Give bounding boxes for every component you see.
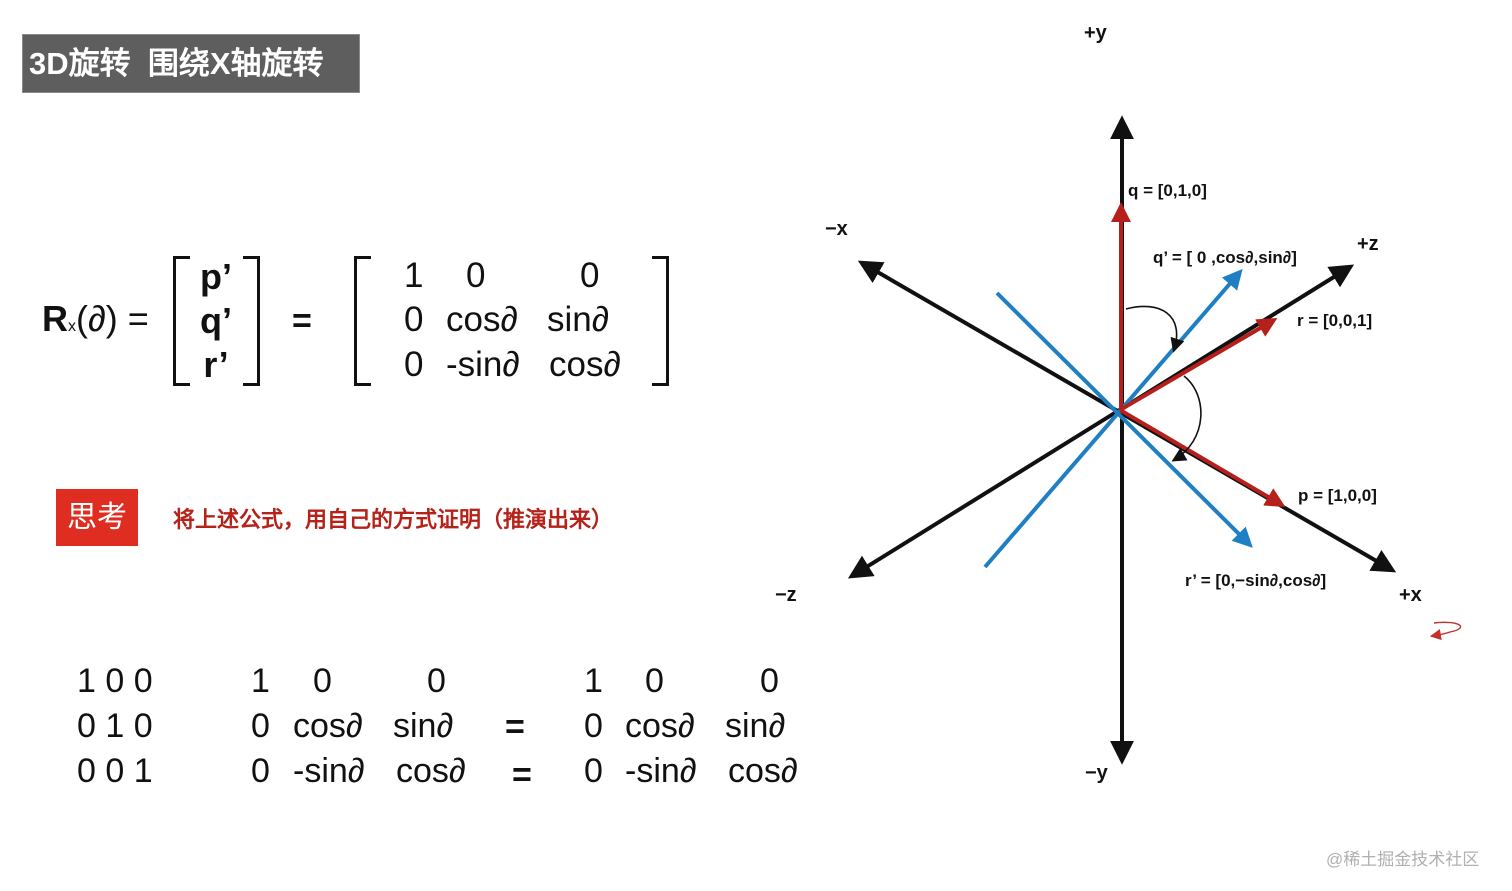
red-scribble-icon bbox=[1429, 621, 1462, 641]
label-r-prime: r’ = [0,−sin∂,cos∂] bbox=[1185, 571, 1327, 590]
matrix-cell: 0 bbox=[404, 300, 424, 339]
matrix-a-cell: 0 bbox=[251, 707, 270, 745]
formula-lhs: Rx(∂) = bbox=[42, 298, 149, 340]
label-neg-y: −y bbox=[1085, 762, 1108, 784]
equals-sign: = bbox=[512, 756, 532, 794]
matrix-a-cell: 0 bbox=[427, 662, 446, 700]
matrix-b-cell: 0 bbox=[645, 662, 664, 700]
label-q: q = [0,1,0] bbox=[1128, 181, 1207, 200]
vector-r-prime: r’ bbox=[203, 344, 229, 385]
label-neg-x: −x bbox=[825, 218, 848, 240]
label-pos-z: +z bbox=[1357, 233, 1379, 255]
rotation-arc-icon bbox=[1171, 375, 1202, 462]
vector-q-prime: q’ bbox=[200, 300, 232, 341]
matrix-b-cell: cos∂ bbox=[625, 707, 695, 745]
matrix-a-cell: -sin∂ bbox=[293, 752, 365, 790]
think-badge: 思考 bbox=[56, 489, 138, 546]
matrix-a-cell: 0 bbox=[251, 752, 270, 790]
vector-left-bracket bbox=[173, 256, 190, 386]
matrix-b-cell: 0 bbox=[760, 662, 779, 700]
slide-title: 3D旋转 围绕X轴旋转 bbox=[22, 34, 360, 93]
vector-p-prime: p’ bbox=[200, 256, 232, 297]
formula-subscript: x bbox=[68, 318, 76, 335]
label-p: p = [1,0,0] bbox=[1298, 486, 1377, 505]
result-vector: p’ q’ r’ bbox=[175, 256, 257, 385]
label-neg-z: −z bbox=[775, 584, 797, 606]
r-vector bbox=[1118, 317, 1278, 412]
matrix-a-cell: 1 bbox=[251, 662, 270, 700]
matrix-cell: 0 bbox=[404, 345, 424, 384]
matrix-a-cell: cos∂ bbox=[396, 752, 466, 790]
matrix-b-cell: 1 bbox=[584, 662, 603, 700]
matrix-cell: cos∂ bbox=[446, 300, 518, 339]
label-q-prime: q’ = [ 0 ,cos∂,sin∂] bbox=[1153, 248, 1297, 267]
think-prompt: 将上述公式，用自己的方式证明（推演出来） bbox=[173, 507, 614, 532]
matrix-a-cell: sin∂ bbox=[393, 707, 454, 745]
matrix-cell: 0 bbox=[580, 256, 600, 295]
matrix-right-bracket bbox=[652, 256, 669, 386]
matrix-b-cell: -sin∂ bbox=[625, 752, 697, 790]
identity-row: 1 0 0 bbox=[77, 662, 153, 700]
matrix-cell: 1 bbox=[404, 256, 424, 295]
formula-argument: (∂) = bbox=[76, 298, 149, 339]
formula-equals: = bbox=[292, 302, 312, 340]
equals-sign: = bbox=[505, 708, 525, 746]
p-vector bbox=[1118, 408, 1286, 508]
matrix-b-cell: sin∂ bbox=[725, 707, 786, 745]
r-prime-vector bbox=[995, 291, 1253, 548]
formula-r-letter: R bbox=[42, 298, 68, 339]
z-axis bbox=[847, 264, 1355, 579]
matrix-cell: sin∂ bbox=[547, 300, 610, 339]
label-r: r = [0,0,1] bbox=[1297, 311, 1373, 330]
q-prime-vector bbox=[983, 268, 1243, 569]
identity-row: 0 0 1 bbox=[77, 752, 153, 790]
matrix-cell: -sin∂ bbox=[446, 345, 520, 384]
rotation-formula: Rx(∂) = p’ q’ r’ = 1 0 0 0 cos∂ sin∂ 0 -… bbox=[0, 0, 760, 420]
matrix-a-cell: cos∂ bbox=[293, 707, 363, 745]
matrix-cell: cos∂ bbox=[549, 345, 621, 384]
matrix-left-bracket bbox=[354, 256, 371, 386]
label-pos-y: +y bbox=[1084, 22, 1107, 44]
matrix-cell: 0 bbox=[466, 256, 486, 295]
matrix-b-cell: 0 bbox=[584, 752, 603, 790]
identity-row: 0 1 0 bbox=[77, 707, 153, 745]
matrix-b-cell: cos∂ bbox=[728, 752, 798, 790]
vector-right-bracket bbox=[243, 256, 260, 386]
matrix-a-cell: 0 bbox=[313, 662, 332, 700]
watermark: @稀土掘金技术社区 bbox=[1326, 850, 1480, 869]
rotation-arc-icon bbox=[1125, 305, 1185, 353]
matrix-b-cell: 0 bbox=[584, 707, 603, 745]
label-pos-x: +x bbox=[1399, 584, 1422, 606]
